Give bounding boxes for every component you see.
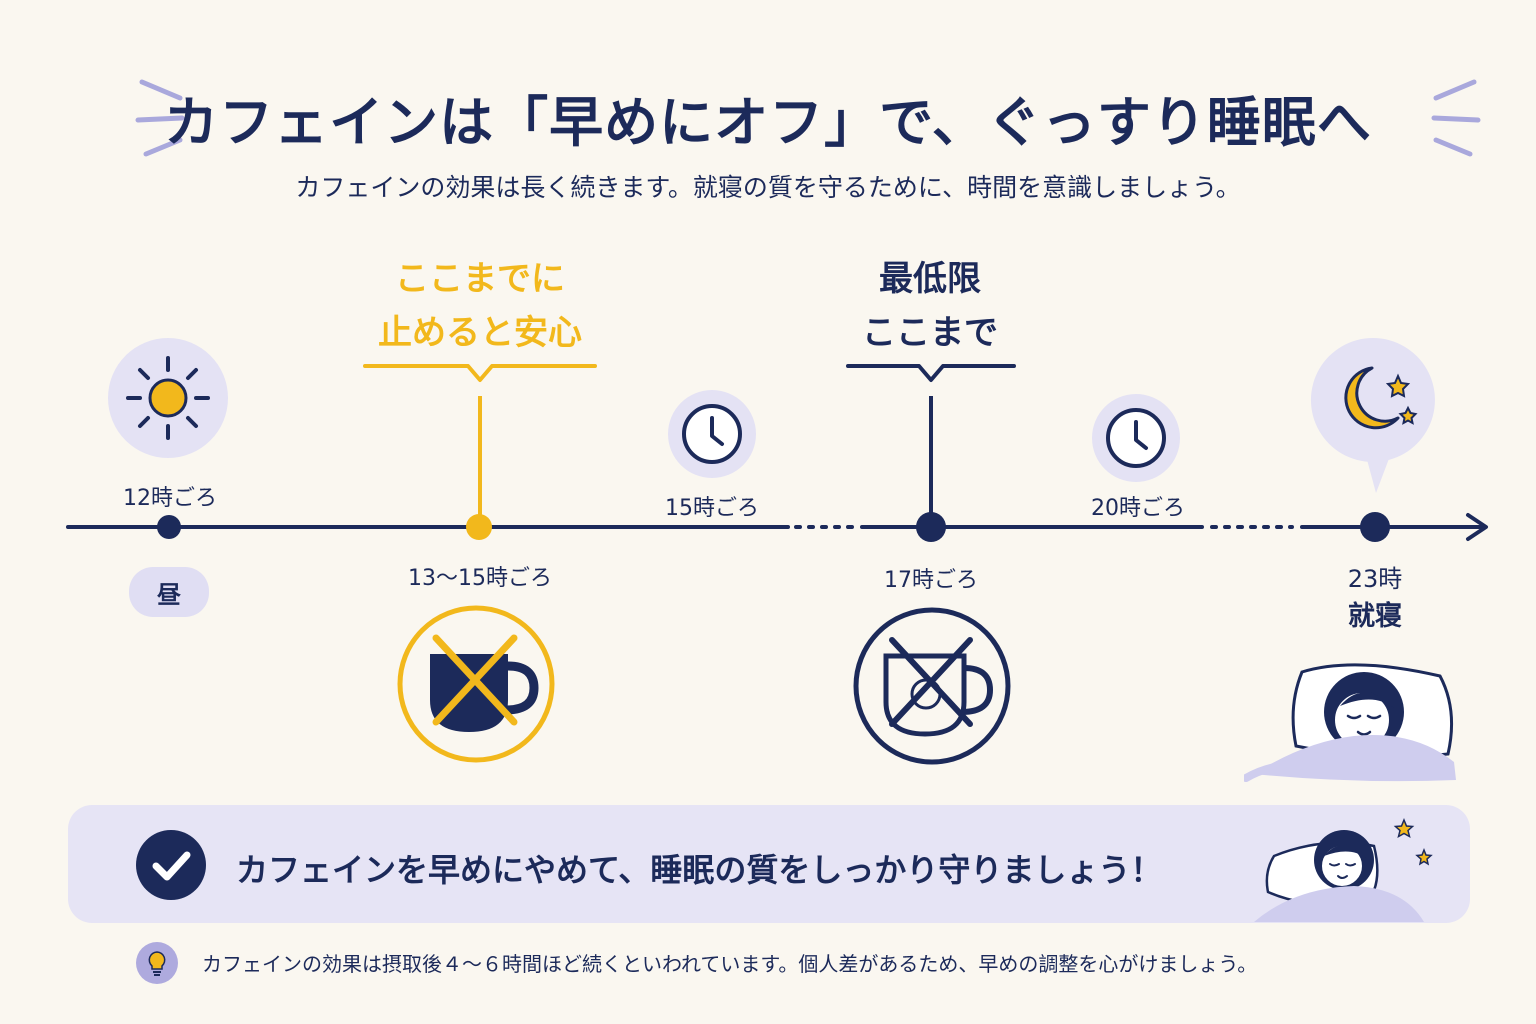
banner-sleeping-person-illustration [1254, 818, 1433, 922]
timeline-dot-noon [157, 515, 181, 539]
no-coffee-icon-navy [853, 607, 1011, 765]
bedtime-label: 就寝 [1348, 600, 1402, 632]
time-label-noon: 12時ごろ [123, 486, 217, 511]
time-label-bedtime: 23時 [1347, 565, 1403, 593]
clock-icon-15 [668, 390, 756, 478]
time-label-20: 20時ごろ [1091, 496, 1185, 521]
callout-recommended-bracket [363, 364, 597, 518]
title-decoration-right [1431, 79, 1481, 157]
footnote-text: カフェインの効果は摂取後４〜６時間ほど続くといわれています。個人差があるため、早… [202, 952, 1258, 976]
page-subtitle: カフェインの効果は長く続きます。就寝の質を守るために、時間を意識しましょう。 [295, 173, 1241, 202]
lightbulb-icon [136, 942, 178, 984]
callout-minimum-line1: 最低限 [879, 259, 981, 299]
page-title: カフェインは「早めにオフ」で、ぐっすり睡眠へ [164, 91, 1372, 154]
summary-banner [68, 805, 1470, 923]
callout-recommended-line1: ここまでに [395, 259, 565, 299]
time-label-15: 15時ごろ [665, 496, 759, 521]
sleeping-person-illustration [1244, 663, 1456, 782]
callout-minimum-bracket [846, 364, 1016, 518]
time-label-minimum: 17時ごろ [884, 568, 978, 593]
timeline-dot-minimum [916, 512, 946, 542]
sun-icon [108, 338, 228, 458]
check-icon [136, 830, 206, 900]
noon-tag: 昼 [129, 567, 209, 617]
title-decoration-left [135, 79, 185, 157]
summary-banner-text: カフェインを早めにやめて、睡眠の質をしっかり守りましょう！ [236, 851, 1163, 889]
clock-icon-20 [1092, 394, 1180, 482]
bedtime-block: 23時 就寝 [1315, 562, 1435, 636]
timeline-dot-recommended [466, 514, 492, 540]
callout-minimum-line2: ここまで [862, 313, 998, 353]
timeline-dot-bedtime [1360, 512, 1390, 542]
no-coffee-icon-yellow [397, 605, 555, 763]
time-label-recommended: 13〜15時ごろ [408, 566, 552, 591]
callout-recommended-line2: 止めると安心 [378, 313, 582, 353]
moon-stars-icon [1310, 338, 1435, 493]
